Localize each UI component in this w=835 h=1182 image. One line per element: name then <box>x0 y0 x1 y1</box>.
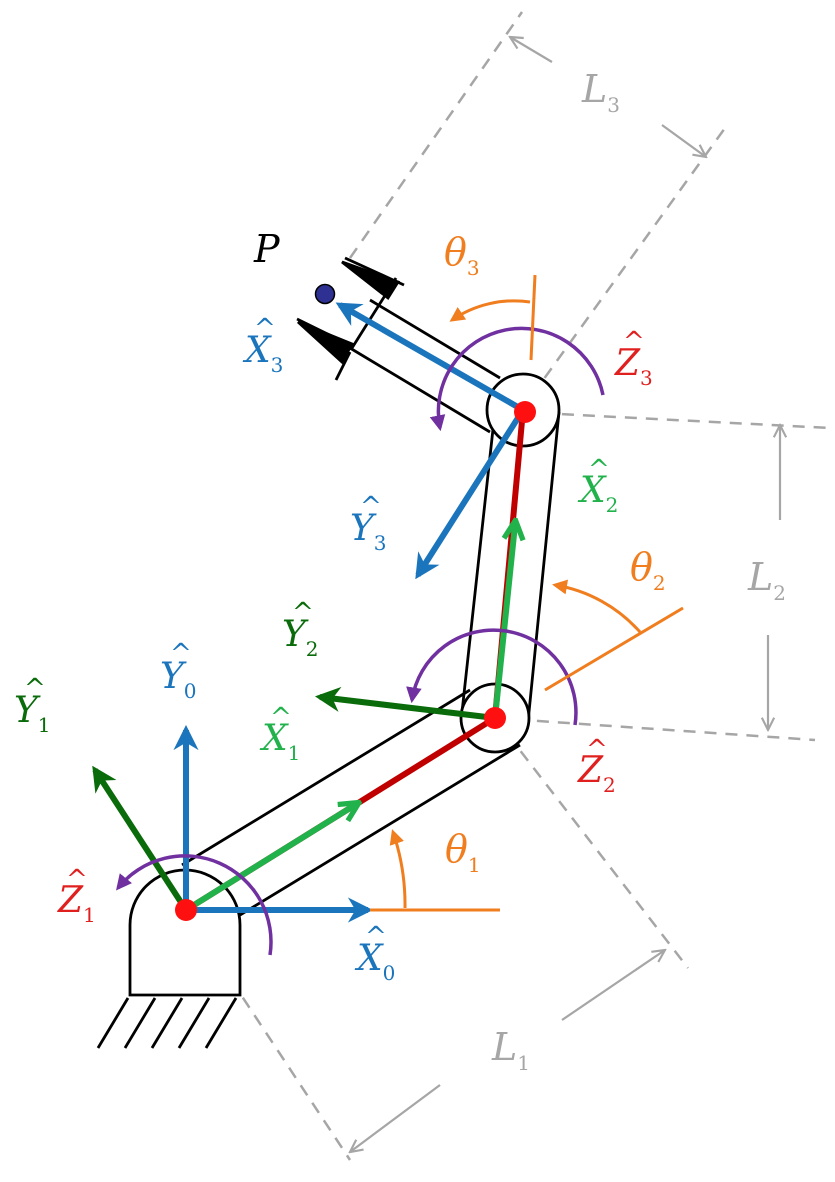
label-y2: Y2 <box>282 614 319 661</box>
guide-L3-wrist <box>518 127 727 413</box>
label-x0-hat: ^ <box>365 922 387 952</box>
label-theta2: θ2 <box>630 545 666 595</box>
label-x0: X0 <box>354 938 395 985</box>
theta2-reference <box>544 606 684 692</box>
label-theta3: θ3 <box>444 230 480 280</box>
label-x3: X3 <box>242 330 283 377</box>
label-x2: X2 <box>577 470 618 517</box>
rotation-arc-z3 <box>429 326 605 432</box>
theta3-reference <box>529 274 537 361</box>
x1-axis-arrow <box>184 805 355 913</box>
guide-L2-wrist <box>519 410 831 430</box>
label-z2-hat: ^ <box>586 735 608 765</box>
label-x1: X1 <box>259 718 300 765</box>
label-theta1: θ1 <box>445 827 481 877</box>
label-y0: Y0 <box>160 656 197 703</box>
x3-axis-arrow <box>335 302 525 413</box>
end-effector-point <box>314 283 336 305</box>
y2-axis-arrow <box>314 686 496 721</box>
theta2-arc <box>552 579 642 633</box>
rotation-arc-z1 <box>116 854 273 956</box>
label-y2-hat: ^ <box>292 598 314 628</box>
L3-arrow-b <box>661 124 706 157</box>
label-L2: L2 <box>747 555 786 605</box>
joint-1-dot <box>175 899 197 921</box>
label-L3: L3 <box>581 67 620 117</box>
link-1-outline <box>181 688 521 917</box>
guide-L1-elbow <box>494 717 689 969</box>
label-y3: Y3 <box>350 508 387 555</box>
label-z2: Z2 <box>577 750 616 797</box>
label-z3-hat: ^ <box>623 327 645 357</box>
joint-2-dot <box>484 707 506 729</box>
joint-3-dot <box>514 401 536 423</box>
label-z3: Z3 <box>614 343 653 390</box>
y3-axis-arrow <box>415 408 526 580</box>
angle-markers <box>370 274 684 912</box>
label-y0-hat: ^ <box>170 639 192 669</box>
guide-L3-tip <box>348 11 524 259</box>
gripper <box>296 256 405 381</box>
label-x1-hat: ^ <box>270 703 292 733</box>
label-y3-hat: ^ <box>360 492 382 522</box>
dimension-guides <box>183 11 831 1161</box>
ground-hatch <box>96 997 238 1049</box>
L1-arrow-b <box>561 950 665 1021</box>
label-x3-hat: ^ <box>254 314 276 344</box>
rotation-arc-z2 <box>406 628 578 726</box>
theta1-arc <box>389 829 407 909</box>
rotation-arcs <box>116 326 605 956</box>
label-x2-hat: ^ <box>588 455 610 485</box>
label-L1: L1 <box>491 1025 530 1075</box>
label-z1-hat: ^ <box>66 865 88 895</box>
L3-arrow-a <box>510 37 553 63</box>
guide-L2-elbow <box>494 716 816 742</box>
theta3-arc <box>449 299 531 322</box>
label-point-p: P <box>253 227 281 271</box>
label-z1: Z1 <box>57 880 96 927</box>
L1-arrow-a <box>350 1084 441 1152</box>
label-y1-hat: ^ <box>24 674 46 704</box>
label-y1: Y1 <box>14 690 51 737</box>
x2-axis-arrow <box>492 525 515 719</box>
dimension-arrows <box>350 37 780 1152</box>
y1-axis-arrow <box>92 765 189 912</box>
